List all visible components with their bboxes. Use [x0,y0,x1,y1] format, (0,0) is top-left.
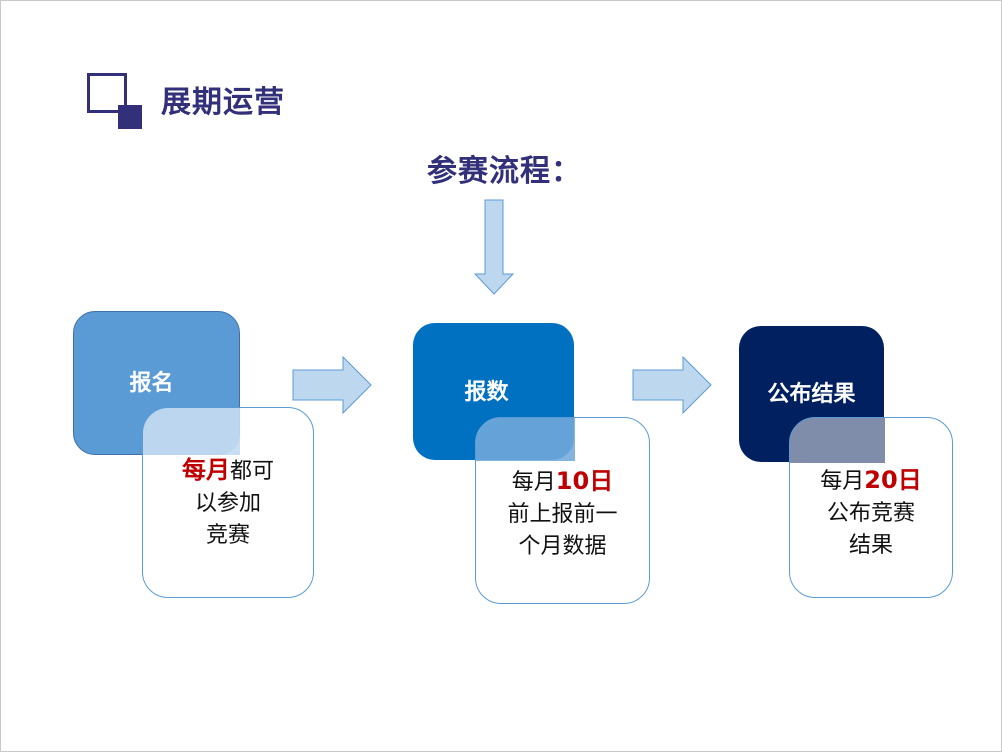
text: 都可 [229,459,274,484]
text: 结果 [848,533,893,558]
text: 个月数据 [518,534,607,559]
step-body-report: 每月10日 前上报前一 个月数据 [475,417,650,604]
step-description: 每月都可 以参加 竞赛 [143,454,313,552]
overlap-region [143,408,240,455]
step-label: 公布结果 [767,382,856,407]
highlight-text: 10日 [555,467,614,495]
text: 每月 [511,470,556,495]
step-description: 每月10日 前上报前一 个月数据 [476,465,649,563]
overlap-region [790,418,885,463]
text: 公布竞赛 [826,501,915,526]
logo-square-outline-icon [87,73,127,113]
flow-subtitle: 参赛流程： [427,154,582,189]
arrow-right-icon [292,355,372,415]
step-label: 报名 [129,371,174,396]
arrow-down-icon [473,199,515,295]
step-description: 每月20日 公布竞赛 结果 [790,464,952,562]
step-body-results: 每月20日 公布竞赛 结果 [789,417,953,598]
highlight-text: 每月 [181,456,230,484]
step-body-signup: 每月都可 以参加 竞赛 [142,407,314,598]
text: 前上报前一 [507,502,618,527]
arrow-right-icon [632,355,712,415]
overlap-region [476,418,575,461]
text: 竞赛 [205,523,250,548]
text: 以参加 [194,491,261,516]
highlight-text: 20日 [864,466,922,494]
step-label: 报数 [464,379,509,405]
text: 每月 [820,469,865,494]
page-title: 展期运营 [161,85,285,120]
logo-square-filled-icon [118,105,142,129]
